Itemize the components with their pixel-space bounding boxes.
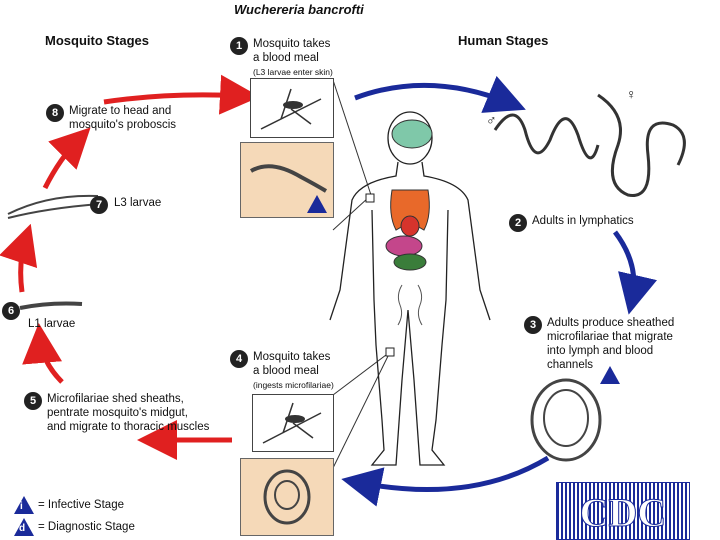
- step-4-note: (ingests microfilariae): [253, 380, 334, 390]
- step-3-label: 3 Adults produce sheathed microfilariae …: [524, 316, 674, 372]
- female-symbol: ♀: [626, 86, 637, 102]
- step-1-note: (L3 larvae enter skin): [253, 67, 333, 77]
- arrow-5-to-6: [22, 323, 64, 384]
- step-2-label: 2 Adults in lymphatics: [509, 214, 634, 232]
- arrow-8-to-1: [103, 74, 260, 115]
- mosquito-icon-2: [262, 402, 322, 444]
- heart-shape: [400, 215, 420, 237]
- arrow-6-to-7: [0, 223, 38, 293]
- diagnostic-stage-icon-step3: [600, 366, 620, 384]
- liver-shape: [385, 235, 423, 257]
- cdc-logo-text: CDC: [579, 490, 667, 536]
- human-body-figure: [329, 111, 491, 466]
- l3-larva-drawing: [7, 194, 101, 219]
- infective-stage-icon: [307, 195, 327, 213]
- legend-diagnostic: d = Diagnostic Stage: [14, 518, 135, 536]
- male-worm-drawing: [493, 113, 600, 160]
- infective-legend-icon: [14, 496, 34, 514]
- step-6-label: L1 larvae: [28, 318, 76, 330]
- step-7-label: 7: [90, 196, 113, 214]
- arrow-1-to-2: [354, 75, 526, 113]
- legend-infective: i = Infective Stage: [14, 496, 124, 514]
- mosquito-bite-panel-1: [250, 78, 334, 138]
- intestine-shape: [393, 253, 427, 271]
- male-symbol: ♂: [486, 112, 497, 128]
- l1-larva-drawing: [19, 301, 83, 310]
- diagnostic-legend-icon: [14, 518, 34, 536]
- microfilaria-panel: [240, 458, 334, 536]
- female-worm-drawing: [597, 93, 686, 197]
- arrow-3-to-4: [341, 455, 550, 507]
- cdc-logo: CDC: [556, 482, 690, 540]
- step-5-label: 5 Microfilariae shed sheaths, pentrate m…: [24, 392, 209, 434]
- mosquito-icon: [260, 88, 322, 130]
- step-1-label: 1 Mosquito takes a blood meal (L3 larvae…: [230, 37, 333, 79]
- mosquito-stages-header: Mosquito Stages: [45, 33, 150, 48]
- human-stages-header: Human Stages: [458, 33, 549, 48]
- mosquito-bite-panel-2: [252, 394, 334, 452]
- step-1-number: 1: [230, 37, 248, 55]
- step-4-label: 4 Mosquito takes a blood meal (ingests m…: [230, 350, 334, 392]
- l3-larva-panel: [240, 142, 334, 218]
- microfilaria-coil-drawing: [530, 378, 602, 462]
- step-7-text: L3 larvae: [114, 197, 162, 209]
- step-6-number: 6: [2, 302, 25, 320]
- step-8-label: 8 Migrate to head and mosquito's probosc…: [46, 104, 176, 132]
- brain-shape: [391, 119, 433, 149]
- arrow-2-to-3: [613, 230, 658, 315]
- diagram-title: Wuchereria bancrofti: [234, 2, 364, 17]
- arrow-7-to-8: [42, 127, 91, 190]
